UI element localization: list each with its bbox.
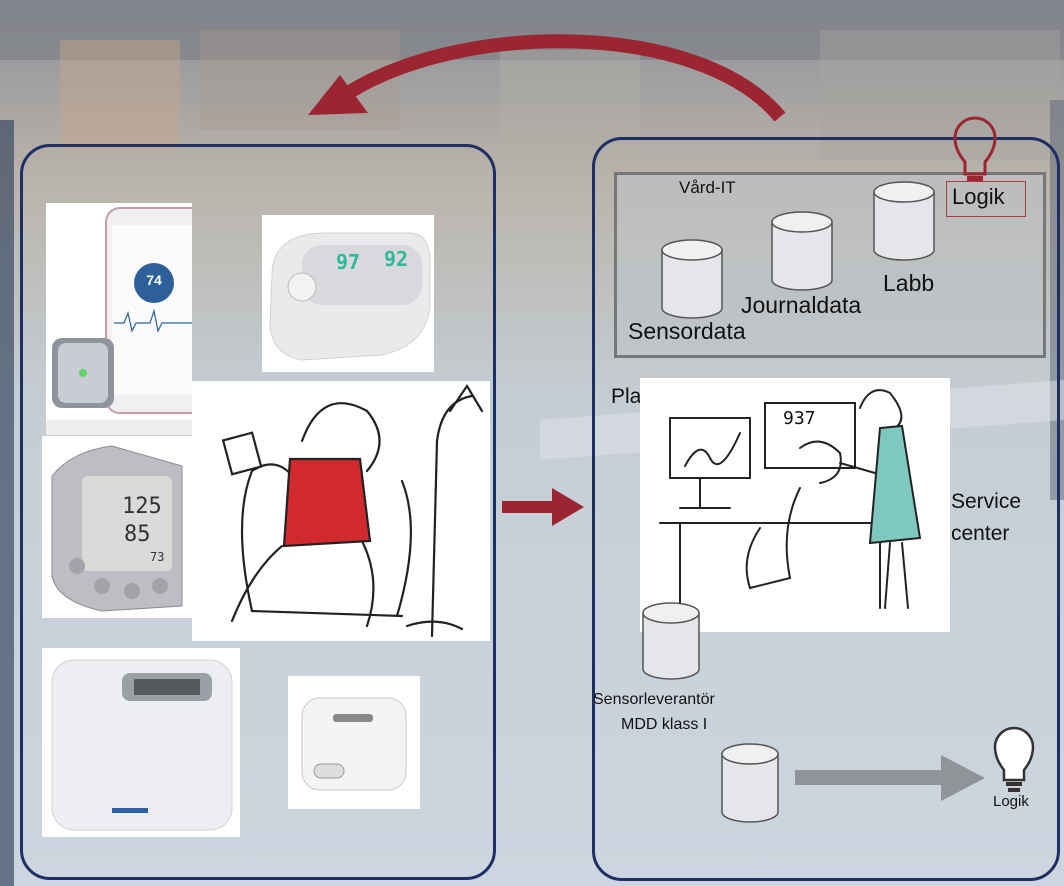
- sensordata-label: Sensordata: [628, 318, 746, 344]
- lightbulb-icon-white: [993, 726, 1035, 792]
- patient-sketch: [192, 381, 490, 641]
- scale-photo: [42, 648, 240, 837]
- phone-heart-rate: 74: [146, 272, 162, 288]
- bottom-logik-label: Logik: [993, 793, 1029, 810]
- logik-box: [946, 181, 1026, 217]
- supplier-name: Sensorleverantör: [593, 691, 715, 708]
- bp-diastolic: 85: [124, 522, 151, 547]
- oximeter-pulse: 92: [384, 247, 409, 271]
- vard-it-title: Vård-IT: [679, 178, 736, 197]
- gray-flow-arrow: [795, 755, 985, 801]
- photo-strip: [46, 420, 192, 435]
- oximeter-spo2: 97: [336, 250, 361, 274]
- supplier-data-database-icon: [721, 743, 779, 823]
- labb-database-icon: [873, 181, 935, 261]
- lightbulb-icon: [953, 116, 997, 181]
- bp-systolic: 125: [122, 494, 162, 519]
- data-flow-arrow: [502, 488, 584, 526]
- ecg-phone-photo: 74: [46, 203, 207, 435]
- motion-sensor-photo: [288, 676, 420, 809]
- service-center-label: Service center: [951, 490, 1022, 545]
- healthcare-panel: [592, 137, 1060, 881]
- bp-pulse: 73: [150, 550, 165, 564]
- journaldata-database-icon: [771, 211, 833, 291]
- return-arrow: [308, 34, 786, 122]
- sensordata-database-icon: [661, 239, 723, 319]
- supplier-class: MDD klass I: [621, 716, 708, 733]
- screen-value: 937: [783, 408, 816, 429]
- labb-label: Labb: [883, 270, 935, 296]
- blood-pressure-monitor-photo: 125 85 73: [42, 436, 192, 618]
- patient-panel: [20, 144, 496, 880]
- supplier-database-icon: [642, 602, 700, 680]
- service-center-sketch: 937: [640, 378, 950, 632]
- journaldata-label: Journaldata: [741, 292, 862, 318]
- pulse-oximeter-photo: 97 92: [262, 215, 434, 372]
- logik-label: Logik: [952, 184, 1005, 209]
